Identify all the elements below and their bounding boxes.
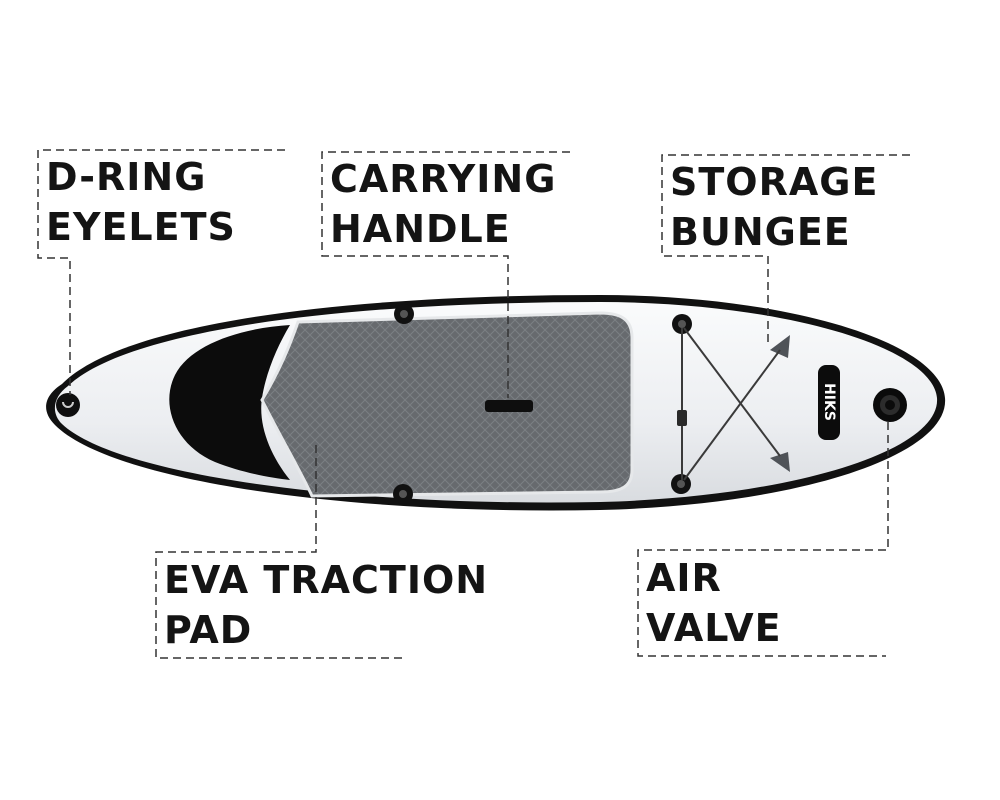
d-ring-line2: EYELETS — [46, 205, 236, 249]
callout-lines — [37, 149, 910, 659]
d-ring-eyelets-callout: D-RING EYELETS — [46, 152, 236, 252]
bungee-anchor-top-right — [770, 335, 790, 358]
carrying-handle — [485, 400, 533, 412]
eva-traction-pad-callout: EVA TRACTION PAD — [164, 555, 488, 655]
storage-line2: BUNGEE — [670, 210, 851, 254]
bungee-anchor-bottom-right — [770, 452, 790, 472]
handle-line1: CARRYING — [330, 157, 557, 201]
storage-bungee — [681, 327, 781, 481]
brand-logo-badge — [818, 365, 840, 440]
nose-pad — [169, 325, 290, 480]
carrying-handle-callout: CARRYING HANDLE — [330, 154, 556, 254]
traction-line1: EVA TRACTION — [164, 558, 489, 602]
eva-traction-pad — [260, 311, 634, 498]
handle-line2: HANDLE — [330, 207, 511, 251]
traction-line2: PAD — [164, 608, 253, 652]
valve-line1: AIR — [646, 556, 722, 600]
brand-logo-text: HIKS — [821, 383, 837, 421]
valve-line2: VALVE — [646, 606, 782, 650]
air-valve-callout: AIR VALVE — [646, 553, 782, 653]
storage-bungee-callout: STORAGE BUNGEE — [670, 157, 878, 257]
storage-line1: STORAGE — [670, 160, 879, 204]
d-ring-eyelet — [56, 393, 80, 417]
d-ring-line1: D-RING — [46, 155, 207, 199]
